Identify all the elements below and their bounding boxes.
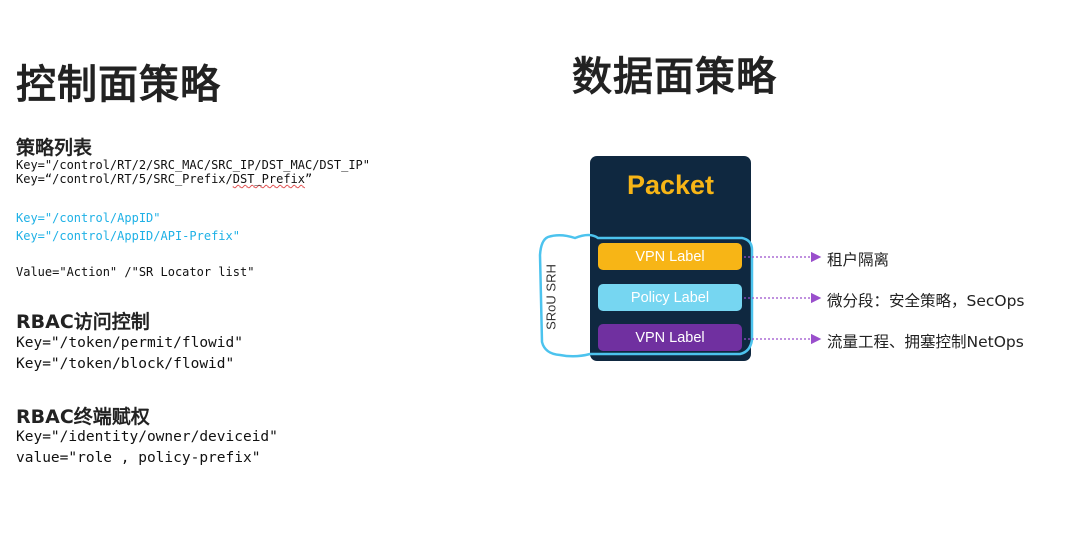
vpn-label-text-2: VPN Label — [635, 329, 705, 346]
appid-key-line-2: Key="/control/AppID/API-Prefix" — [16, 229, 240, 243]
srou-srh-label: SRoU SRH — [543, 264, 559, 330]
vpn-label-bar-2: VPN Label — [598, 324, 742, 351]
policy-value-line: Value="Action" /"SR Locator list" — [16, 265, 255, 279]
policy-key-line-2-marked: DST_Prefix — [232, 172, 305, 186]
appid-key-line-1: Key="/control/AppID" — [16, 211, 161, 225]
policy-key-line-2-suffix: ” — [305, 172, 313, 186]
vpn-label-text-1: VPN Label — [635, 248, 705, 265]
rbac-endpoint-line-1: Key="/identity/owner/deviceid" — [16, 429, 278, 445]
desc-tenant-isolation: 租户隔离 — [827, 251, 890, 269]
rbac-endpoint-heading: RBAC终端赋权 — [16, 406, 150, 428]
vpn-label-bar-1: VPN Label — [598, 243, 742, 270]
data-plane-title: 数据面策略 — [572, 54, 777, 100]
desc-traffic-engineering: 流量工程、拥塞控制NetOps — [827, 333, 1024, 351]
rbac-access-line-1: Key="/token/permit/flowid" — [16, 335, 243, 351]
policy-label-text: Policy Label — [630, 289, 710, 306]
desc-microsegmentation: 微分段：安全策略，SecOps — [827, 292, 1025, 310]
srh-outline — [538, 233, 754, 358]
policy-key-line-1: Key="/control/RT/2/SRC_MAC/SRC_IP/DST_MA… — [16, 158, 371, 172]
policy-key-line-2: Key=“/control/RT/5/SRC_Prefix/DST_Prefix… — [16, 172, 312, 186]
rbac-access-heading: RBAC访问控制 — [16, 311, 150, 333]
rbac-endpoint-line-2: value="role , policy-prefix" — [16, 450, 261, 466]
control-plane-title: 控制面策略 — [16, 62, 221, 108]
policy-list-heading: 策略列表 — [16, 137, 93, 159]
policy-key-line-2-prefix: Key=“/control/RT/5/SRC_Prefix/ — [16, 172, 233, 186]
rbac-access-line-2: Key="/token/block/flowid" — [16, 356, 235, 372]
packet-title: Packet — [626, 170, 715, 200]
policy-label-bar: Policy Label — [598, 284, 742, 311]
